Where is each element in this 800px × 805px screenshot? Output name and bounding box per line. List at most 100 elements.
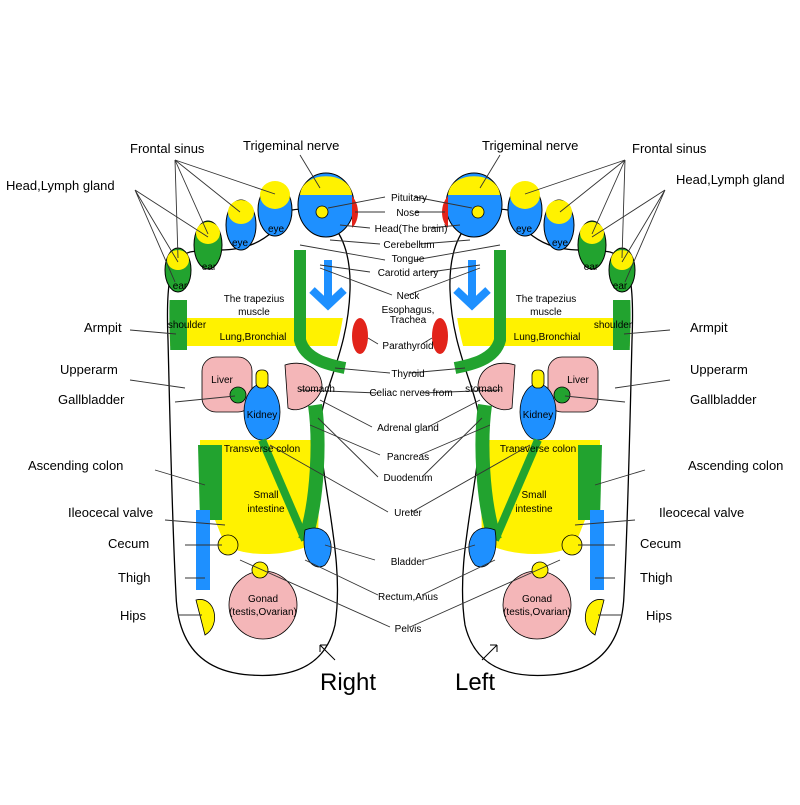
middle-label-neck: Neck (397, 291, 421, 302)
middle-label-nose: Nose (396, 208, 420, 219)
middle-label-pituitary: Pituitary (391, 193, 427, 204)
right-lung-zone (169, 318, 346, 346)
middle-label-parathyroid: Parathyroid (382, 341, 433, 352)
right-label-thigh: Thigh (118, 570, 151, 585)
middle-label-rectum-anus: Rectum,Anus (378, 592, 438, 603)
right-label-cecum: Cecum (108, 536, 149, 551)
right-foot-zones (169, 300, 346, 590)
left-zone-eye: eye (516, 224, 533, 235)
right-descending-colon-zone (298, 404, 325, 543)
left-zone-lung: Lung,Bronchial (514, 332, 581, 343)
right-bladder-zone (303, 527, 332, 568)
right-zone-trapezius-2: muscle (238, 307, 270, 318)
right-zone-gonad-2: (testis,Ovarian) (229, 607, 297, 618)
left-label-thigh: Thigh (640, 570, 673, 585)
left-zone-gonad: Gonad (522, 594, 552, 605)
right-label-upperarm: Upperarm (60, 362, 118, 377)
middle-label-duodenum: Duodenum (384, 473, 433, 484)
right-small-intestine-zone (215, 455, 320, 555)
middle-label-carotid-artery: Carotid artery (378, 268, 439, 279)
right-label-ascending-colon: Ascending colon (28, 458, 123, 473)
left-foot-zones (454, 300, 631, 590)
right-parathyroid-zone (352, 318, 368, 354)
left-label-ascending-colon: Ascending colon (688, 458, 783, 473)
middle-label-tongue: Tongue (392, 254, 425, 265)
right-label-frontal-sinus: Frontal sinus (130, 141, 205, 156)
right-label-gallbladder: Gallbladder (58, 392, 125, 407)
left-label-armpit: Armpit (690, 320, 728, 335)
left-zone-shoulder: shoulder (594, 320, 633, 331)
right-label-head-lymph-gland: Head,Lymph gland (6, 178, 115, 193)
middle-label-adrenal-gland: Adrenal gland (377, 423, 439, 434)
right-label-ileocecal-valve: Ileocecal valve (68, 505, 153, 520)
left-zone-trapezius: The trapezius (516, 294, 577, 305)
middle-label-head-the-brain-: Head(The brain) (375, 224, 448, 235)
right-hips-zone (195, 599, 215, 636)
right-zone-trapezius: The trapezius (224, 294, 285, 305)
right-zone-small-intestine-2: intestine (247, 504, 285, 515)
right-label-trigeminal-nerve: Trigeminal nerve (243, 138, 339, 153)
left-zone-liver: Liver (567, 375, 589, 386)
middle-label-pelvis: Pelvis (395, 624, 422, 635)
middle-label-pancreas: Pancreas (387, 452, 429, 463)
left-zone-gonad-2: (testis,Ovarian) (503, 607, 571, 618)
right-zone-ear: ear (202, 262, 217, 273)
left-zone-transverse-colon: Transverse colon (500, 444, 576, 455)
middle-label-celiac-nerves-from: Celiac nerves from (369, 388, 452, 399)
right-gallbladder-zone (229, 386, 247, 404)
left-label-head-lymph-gland: Head,Lymph gland (676, 172, 785, 187)
left-foot (432, 172, 636, 677)
left-label-cecum: Cecum (640, 536, 681, 551)
right-stomach-zone (284, 362, 323, 411)
right-zone-ear-2: ear (173, 281, 188, 292)
right-ureter-zone (258, 438, 309, 542)
left-label-ileocecal-valve: Ileocecal valve (659, 505, 744, 520)
middle-label-bladder: Bladder (391, 557, 426, 568)
right-label-hips: Hips (120, 608, 147, 623)
left-zone-stomach: stomach (465, 384, 503, 395)
right-arrow-icon (319, 644, 336, 661)
left-zone-ear: ear (584, 262, 599, 273)
right-zone-transverse-colon: Transverse colon (224, 444, 300, 455)
left-zone-small-intestine: Small (521, 490, 546, 501)
caption-arrows (319, 644, 498, 661)
middle-label-cerebellum: Cerebellum (383, 240, 434, 251)
left-zone-kidney: Kidney (523, 410, 554, 421)
right-zone-stomach: stomach (297, 384, 335, 395)
left-zone-ear-2: ear (613, 281, 628, 292)
left-label-frontal-sinus: Frontal sinus (632, 141, 707, 156)
right-zone-small-intestine: Small (253, 490, 278, 501)
caption-right: Right (320, 669, 376, 696)
left-label-gallbladder: Gallbladder (690, 392, 757, 407)
right-zone-lung: Lung,Bronchial (220, 332, 287, 343)
left-label-hips: Hips (646, 608, 673, 623)
right-zone-eye: eye (268, 224, 285, 235)
right-neck-zone (294, 250, 347, 374)
leader-lines (129, 154, 671, 628)
right-armpit-zone (169, 300, 187, 350)
right-thigh-zone (196, 510, 210, 590)
middle-label-ureter: Ureter (394, 508, 422, 519)
middle-label-thyroid: Thyroid (391, 369, 424, 380)
right-zone-eye-2: eye (232, 238, 249, 249)
middle-label-esophagus-: Esophagus, (382, 305, 435, 316)
left-arrow-icon (481, 644, 498, 661)
left-zone-trapezius-2: muscle (530, 307, 562, 318)
left-zone-small-intestine-2: intestine (515, 504, 553, 515)
left-zone-eye-2: eye (552, 238, 569, 249)
left-label-upperarm: Upperarm (690, 362, 748, 377)
right-zone-kidney: Kidney (247, 410, 278, 421)
left-label-trigeminal-nerve: Trigeminal nerve (482, 138, 578, 153)
right-zone-gonad: Gonad (248, 594, 278, 605)
right-ascending-colon-zone (198, 445, 222, 520)
right-label-armpit: Armpit (84, 320, 122, 335)
right-foot (164, 172, 368, 677)
right-big-toe-top (300, 176, 352, 195)
caption-left: Left (455, 669, 495, 696)
middle-label-trachea: Trachea (390, 315, 427, 326)
right-zone-shoulder: shoulder (168, 320, 207, 331)
right-zone-liver: Liver (211, 375, 233, 386)
